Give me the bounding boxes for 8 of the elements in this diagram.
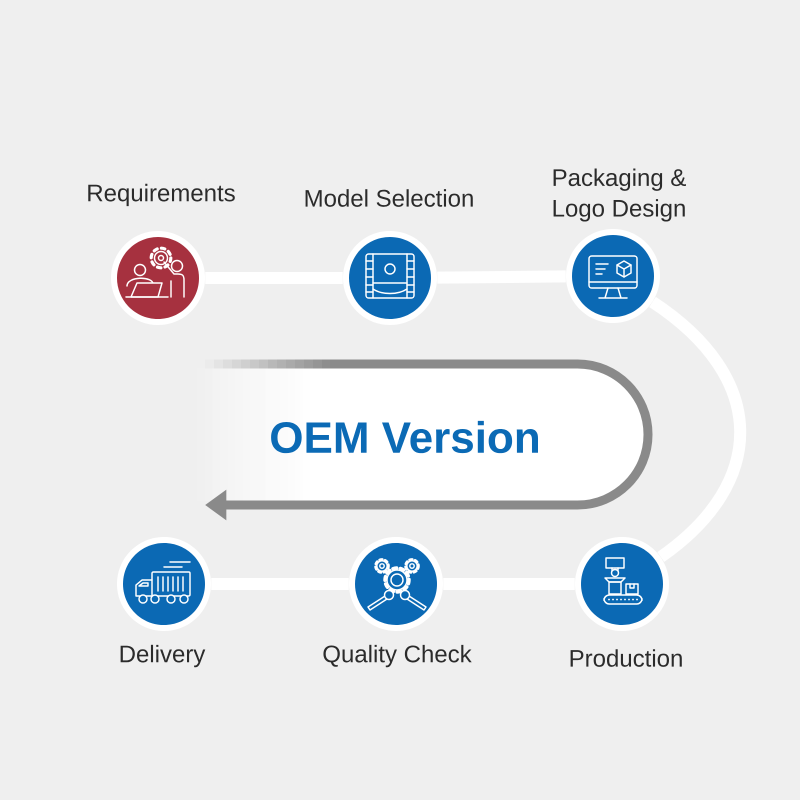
banner: OEM Version xyxy=(190,368,644,501)
step-label: Model Selection xyxy=(306,189,473,207)
step-label: Production xyxy=(570,649,682,667)
step-label: Delivery xyxy=(120,644,206,668)
step-label: Requirements xyxy=(88,184,235,206)
connector-line xyxy=(648,297,746,562)
step-label: Packaging & Logo Design xyxy=(554,168,686,222)
step-label: Quality Check xyxy=(323,644,472,668)
